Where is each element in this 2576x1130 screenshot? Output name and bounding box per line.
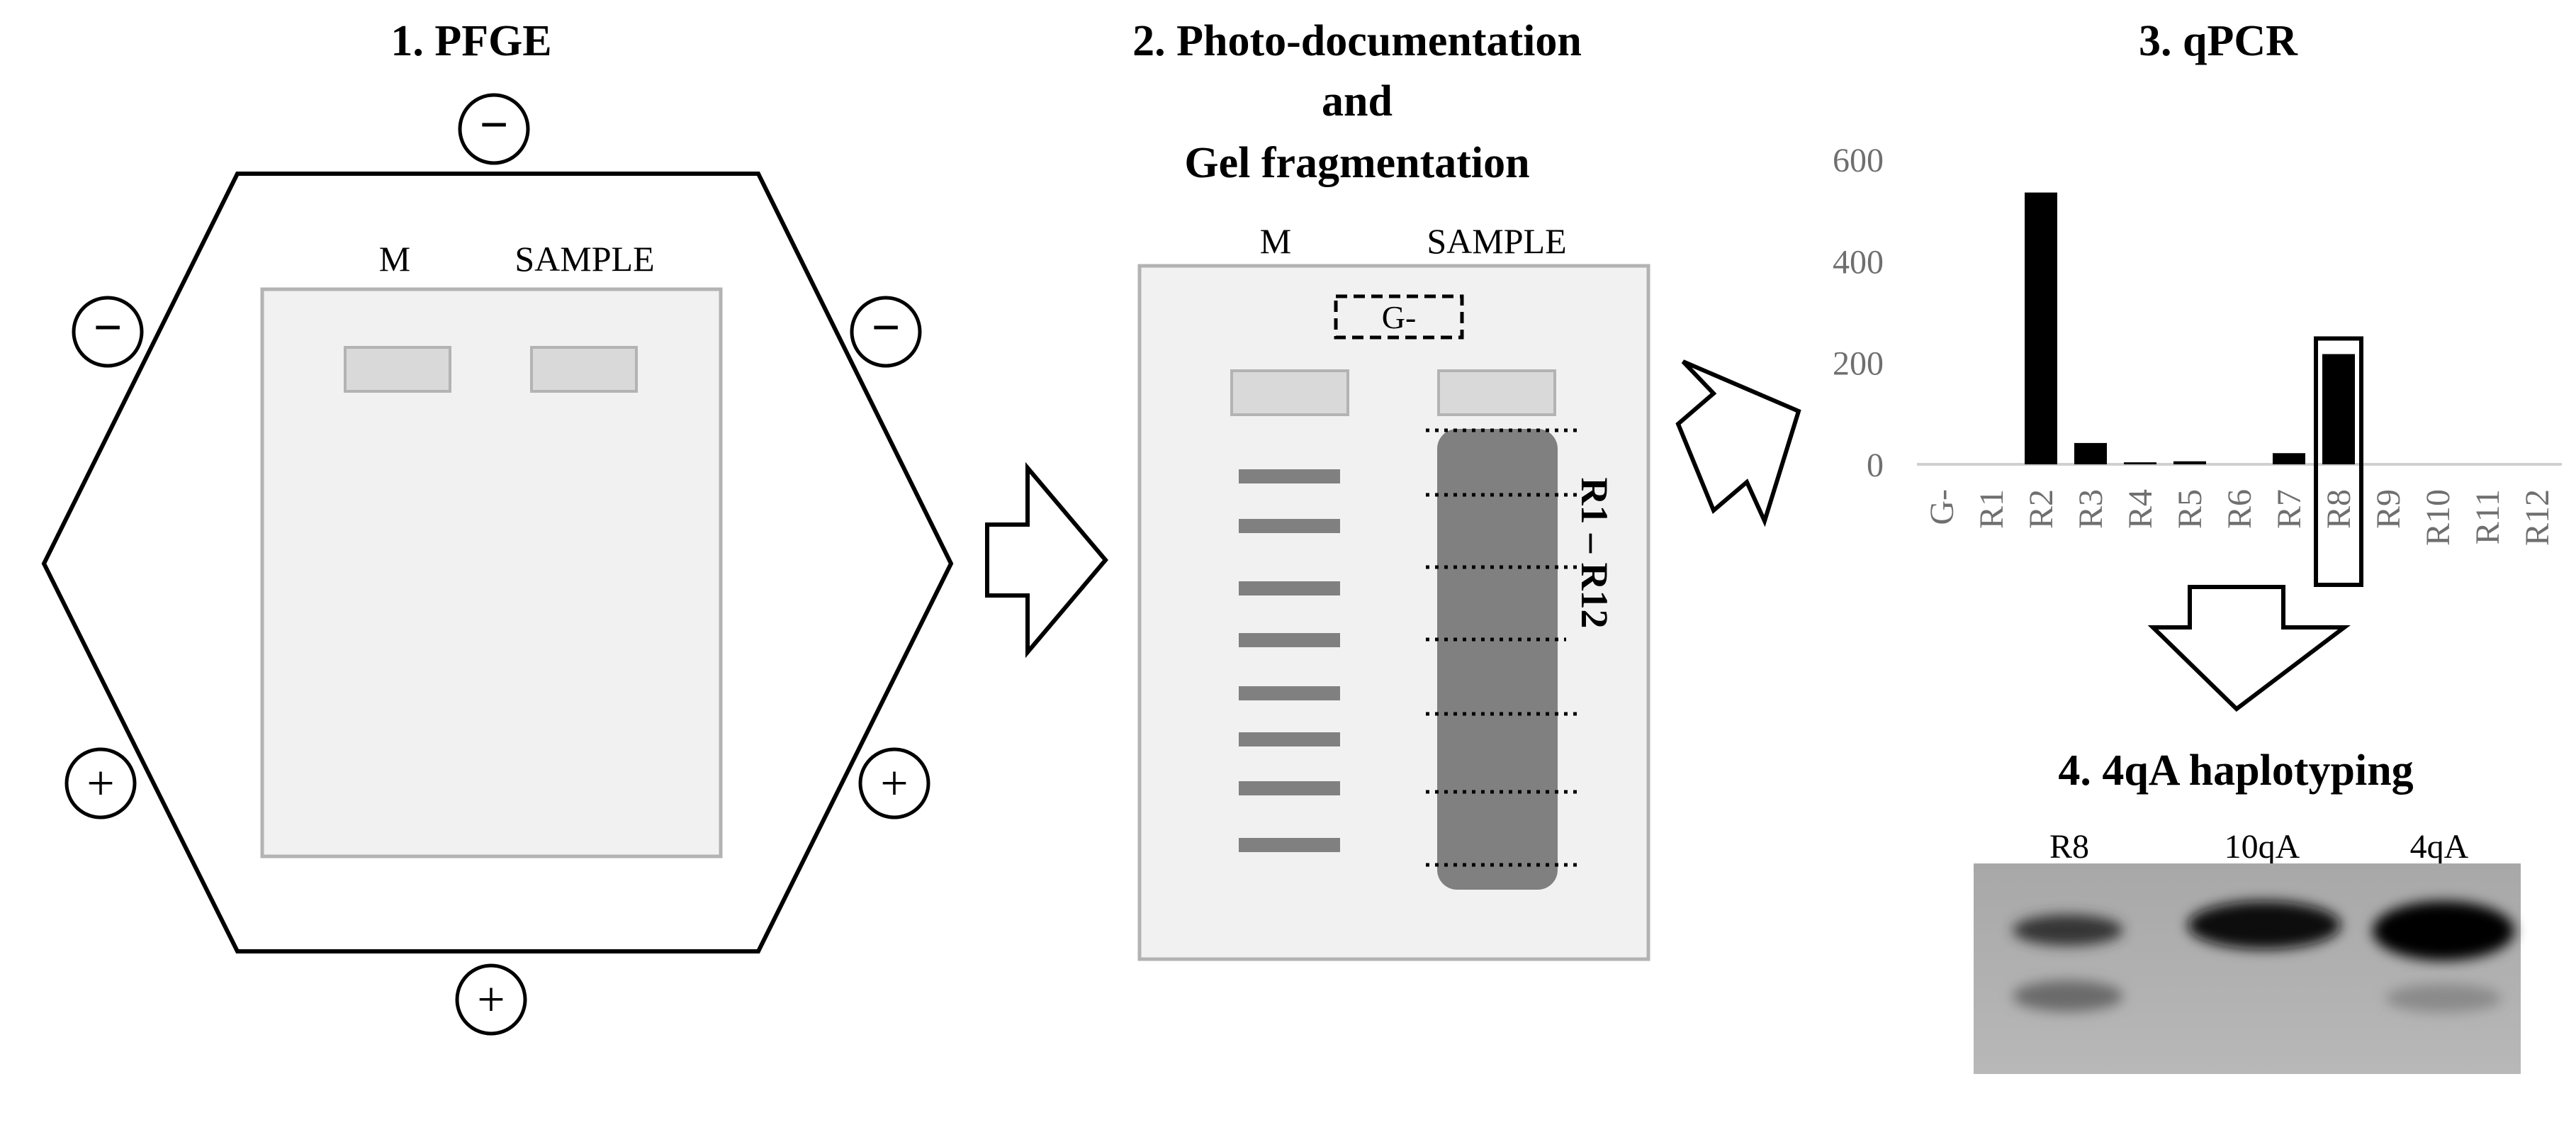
- highlight-box-r8: [2314, 336, 2363, 587]
- photodoc-title-line3: Gel fragmentation: [1184, 139, 1529, 187]
- panel-photodoc: 2. Photo-documentation and Gel fragmenta…: [1132, 17, 1650, 961]
- fragment-cut-lines: [1426, 428, 1577, 867]
- cathode-top: −: [458, 93, 530, 165]
- bar-r2: [2025, 192, 2057, 464]
- qpcr-title: 3. qPCR: [2139, 17, 2298, 65]
- fragment-range-label: R1 – R12: [1573, 478, 1616, 629]
- bar-r3: [2074, 442, 2107, 464]
- marker-band: [1239, 838, 1340, 852]
- photodoc-gel: [1137, 264, 1650, 961]
- x-tick-label: R1: [1973, 489, 2010, 529]
- pfge-lane-m-label: M: [379, 239, 410, 279]
- photodoc-title-line1: 2. Photo-documentation: [1132, 17, 1582, 65]
- bar-r4: [2124, 462, 2156, 464]
- anode-bottom: +: [455, 963, 527, 1036]
- x-tick-label: R9: [2370, 489, 2407, 529]
- svg-text:−: −: [93, 299, 122, 356]
- svg-text:+: +: [477, 973, 505, 1027]
- svg-text:−: −: [871, 299, 900, 356]
- pfge-title: 1. PFGE: [390, 17, 551, 65]
- cathode-left: −: [72, 296, 144, 368]
- arrow-down-icon: [2147, 585, 2351, 712]
- marker-band: [1239, 469, 1340, 483]
- gel-band: [2013, 914, 2123, 946]
- pfge-well-sample: [530, 346, 638, 393]
- svg-text:+: +: [86, 756, 114, 811]
- x-tick-label: R2: [2023, 489, 2060, 529]
- gel-lane-label-4qa: 4qA: [2410, 828, 2469, 866]
- marker-band: [1239, 581, 1340, 595]
- x-tick-label: G-: [1923, 489, 1961, 525]
- x-tick-label: R6: [2221, 489, 2259, 529]
- neg-control-box: [1334, 294, 1464, 340]
- arrow-right-icon: [985, 461, 1108, 659]
- marker-band: [1239, 732, 1340, 746]
- sample-smear: [1437, 429, 1558, 890]
- x-tick-label: R12: [2519, 489, 2556, 546]
- pfge-lane-sample-label: SAMPLE: [514, 239, 654, 279]
- bar-r5: [2173, 461, 2206, 464]
- gel-photo-background: [1974, 863, 2521, 1074]
- bar-r8: [2322, 354, 2355, 464]
- pfge-chamber-hexagon: [41, 172, 954, 953]
- y-tick-label: 600: [1833, 142, 1884, 179]
- marker-band: [1239, 633, 1340, 647]
- pfge-well-m: [344, 346, 451, 393]
- x-tick-label: R7: [2271, 489, 2308, 529]
- gel-band: [2385, 984, 2502, 1012]
- anode-left: +: [64, 747, 137, 819]
- y-tick-label: 400: [1833, 243, 1884, 281]
- y-tick-label: 200: [1833, 345, 1884, 383]
- marker-band: [1239, 519, 1340, 533]
- photodoc-lane-m-label: M: [1260, 221, 1291, 261]
- gel-lane-label-10qa: 10qA: [2225, 828, 2300, 866]
- svg-text:−: −: [479, 96, 508, 153]
- svg-text:+: +: [880, 756, 908, 811]
- arrow-diagonal-icon: [1675, 359, 1801, 527]
- gel-photo: [1974, 863, 2521, 1074]
- panel-haplotyping: 4. 4qA haplotyping R8 10qA 4qA: [1974, 746, 2521, 1074]
- photodoc-title-line2: and: [1322, 77, 1393, 125]
- y-tick-label: 0: [1867, 447, 1884, 484]
- x-tick-label: R11: [2469, 489, 2507, 544]
- marker-band: [1239, 686, 1340, 700]
- cathode-right: −: [850, 296, 922, 368]
- x-tick-label: R3: [2072, 489, 2110, 529]
- x-tick-label: R10: [2419, 489, 2457, 546]
- photodoc-lane-sample-label: SAMPLE: [1427, 221, 1566, 261]
- gel-band: [2188, 901, 2341, 949]
- photodoc-well-m: [1230, 369, 1349, 416]
- panel-pfge: 1. PFGE M SAMPLE − − − + + +: [41, 17, 954, 1036]
- marker-band: [1239, 781, 1340, 795]
- x-tick-label: R4: [2122, 489, 2159, 529]
- gel-band: [2013, 980, 2123, 1012]
- marker-ladder: [1239, 469, 1340, 852]
- x-tick-label: R8: [2320, 489, 2358, 529]
- gel-lane-label-r8: R8: [2049, 828, 2089, 866]
- haplotyping-title: 4. 4qA haplotyping: [2058, 746, 2413, 795]
- photodoc-well-sample: [1437, 369, 1556, 416]
- pfge-gel: [260, 287, 723, 858]
- x-tick-label: R5: [2171, 489, 2209, 529]
- gel-band: [2373, 901, 2514, 961]
- neg-control-label: G-: [1382, 299, 1417, 335]
- bar-r7: [2273, 453, 2305, 464]
- anode-right: +: [858, 747, 930, 819]
